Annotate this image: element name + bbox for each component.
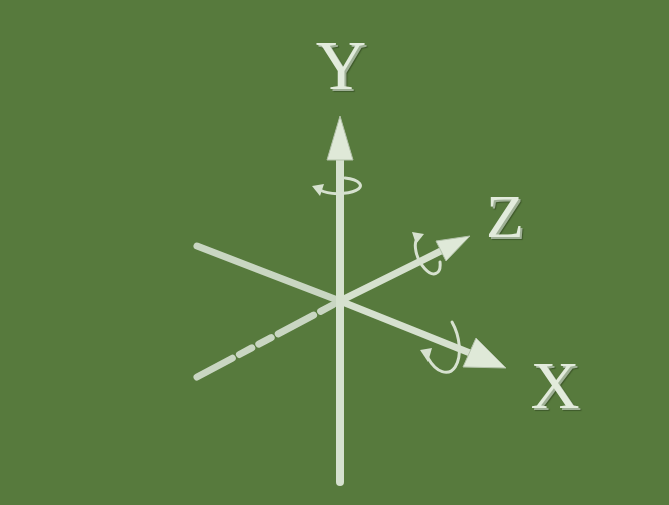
negative-x-axis [197, 246, 340, 301]
axis-label: Z [486, 185, 524, 247]
axis-label: X [530, 351, 579, 419]
negative-z-axis [197, 301, 340, 377]
z-arrowhead [436, 236, 470, 261]
x-axis [340, 301, 470, 353]
z-axis [340, 250, 443, 301]
axis-label: Y [316, 31, 367, 101]
x-rotation-arrow [428, 322, 459, 372]
z-rotation-head [412, 232, 424, 244]
y-axis [336, 158, 344, 482]
y-rotation-arrow [320, 178, 360, 194]
axis-lines [197, 158, 470, 482]
y-rotation-head [312, 184, 324, 196]
axis-arrowheads [327, 116, 506, 368]
rotation-arrows [312, 178, 459, 372]
z-rotation-arrow [415, 238, 440, 274]
x-arrowhead [463, 338, 506, 368]
x-rotation-head [420, 348, 432, 362]
y-arrowhead [327, 116, 353, 160]
